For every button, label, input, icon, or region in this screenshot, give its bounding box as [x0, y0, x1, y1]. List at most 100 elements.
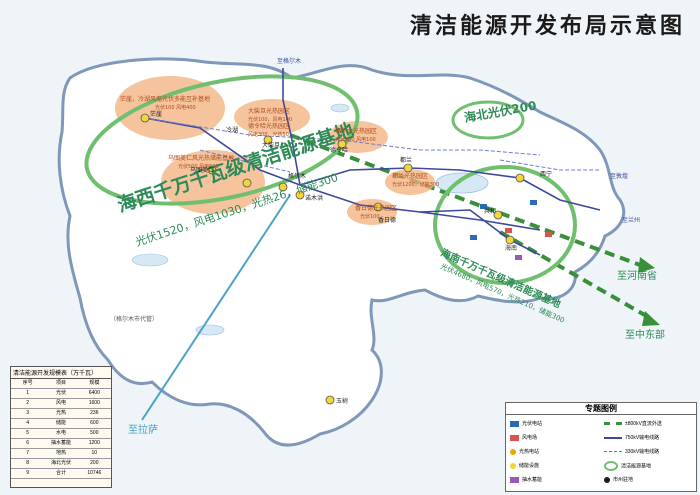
scale-table-cell: 合计	[55, 470, 66, 476]
scale-table-cell: 10	[91, 450, 98, 456]
city-gonghe: 共和	[484, 207, 496, 215]
lake-west	[131, 253, 169, 267]
grid-750kv	[144, 68, 601, 256]
scale-table-row: 4 储能 600	[11, 419, 111, 429]
scale-table-cell: 风电	[55, 400, 66, 406]
city-dachaidan: 大柴旦	[262, 141, 280, 149]
scale-table-cell: 7	[26, 450, 30, 456]
scale-table-cell: 200	[90, 460, 99, 466]
scale-table-cell: 6400	[88, 390, 100, 396]
direction-labels: 至河南省 至中东部 至拉萨 至格尔木 至敦煌 至兰州	[128, 57, 665, 436]
zone-sub-delingha: 风电300，光热50	[248, 131, 289, 138]
zone-sub-mangya: 光伏100 风电400	[155, 104, 196, 111]
city-lenghu: 冷湖	[226, 126, 238, 134]
scale-table-cell: 地热	[55, 450, 66, 456]
uhv-line-central	[499, 230, 651, 320]
scale-table-cell: 水电	[55, 430, 66, 436]
legend-symbol-icon	[604, 461, 618, 471]
zone-sub-dachaidan: 光伏100，风电100	[248, 116, 292, 123]
zone-sub-dulan: 光伏1200，储能300	[392, 181, 439, 188]
legend-label: 330kV输电线路	[625, 449, 660, 455]
legend-label: ±800kV直流外送	[625, 421, 662, 427]
scale-table-cell: 规模	[89, 380, 100, 386]
city-nuomuhong: 诺木洪	[305, 194, 323, 202]
legend-item: ±800kV直流外送	[604, 419, 662, 429]
legend-symbol-icon	[510, 476, 519, 483]
direction-central: 至中东部	[625, 328, 665, 341]
direction-lhasa: 至拉萨	[128, 423, 158, 436]
scale-table-header: 序号项目规模	[11, 379, 111, 389]
scale-table-cell: 海北光伏	[50, 460, 71, 466]
city-geermu: 格尔木	[288, 172, 306, 180]
legend-title: 专题图例	[506, 403, 696, 415]
scale-table-cell: 6	[26, 440, 30, 446]
facility-markers	[470, 200, 552, 260]
legend-label: 光热电站	[519, 449, 540, 455]
scale-table-cell: 1	[26, 390, 30, 396]
legend-label: 市州驻地	[613, 477, 634, 483]
legend-item: 储能设施	[510, 461, 539, 471]
scale-table-row: 5 水电 500	[11, 429, 111, 439]
scale-table-cell: 抽水蓄能	[50, 440, 71, 446]
scale-table-cell: 光伏	[55, 390, 66, 396]
zone-labels: 茫崖，冷湖风电光伏多能互补基地 光伏100 风电400 大柴旦光热园区 光伏10…	[120, 95, 439, 220]
legend-symbol-icon	[604, 436, 622, 439]
scale-table-cell: 5	[26, 430, 30, 436]
direction-dunhuang: 至敦煌	[610, 172, 628, 180]
legend-symbol-icon	[604, 476, 610, 483]
legend-item: 光热电站	[510, 447, 539, 457]
city-markers	[140, 113, 525, 405]
zone-title-dachaidan: 大柴旦光热园区	[248, 107, 290, 115]
city-yushu: 玉树	[336, 397, 348, 405]
zone-mangya	[115, 76, 225, 140]
scale-table-cell: 储能	[55, 420, 66, 426]
legend-item: 市州驻地	[604, 475, 633, 485]
zone-title-dulan: 都兰光热园区	[392, 172, 428, 180]
map-title: 清洁能源开发布局示意图	[410, 13, 686, 39]
scale-table-cell: 4	[26, 420, 30, 426]
scale-table-cell: 600	[90, 420, 99, 426]
city-xiangride: 香日德	[378, 216, 396, 224]
city-xining: 西宁	[540, 170, 552, 178]
scale-table-cell: 236	[90, 410, 99, 416]
uhv-arrow-central	[642, 311, 660, 326]
zone-dulan	[385, 169, 435, 195]
scale-table-row: 1 光伏 6400	[11, 389, 111, 399]
legend-symbol-icon	[604, 451, 622, 453]
legend-symbol-icon	[510, 420, 519, 427]
scale-table-cell: 3	[26, 410, 30, 416]
scale-table-cell: 8	[26, 460, 30, 466]
legend-label: 750kV输电线路	[625, 435, 660, 441]
zone-title-geermu: 格尔木光热园区	[335, 127, 377, 135]
legend-item: 330kV输电线路	[604, 447, 659, 457]
scale-table-row: 7 地热 10	[11, 449, 111, 459]
zone-sub-wutumeiren: 光伏500 风电500	[178, 163, 219, 170]
city-dulan: 都兰	[400, 156, 412, 164]
direction-geermu: 至格尔木	[277, 57, 301, 65]
legend-symbol-icon	[510, 448, 516, 455]
lake-north	[330, 103, 350, 113]
zone-sub-xiangride: 光伏100	[360, 213, 380, 220]
scale-table-caption: 清洁能源开发规模表（万千瓦）	[11, 367, 111, 379]
legend-symbol-icon	[510, 434, 519, 441]
hainan-base-ring	[433, 165, 577, 285]
scale-table-cell: 500	[90, 430, 99, 436]
lhasa-line	[141, 194, 291, 421]
city-hainan: 海南	[505, 244, 517, 252]
legend-label: 储能设施	[519, 463, 540, 469]
haixi-base-ring	[84, 74, 360, 206]
zone-dachaidan	[234, 99, 310, 135]
haibei-base-ring	[451, 100, 525, 140]
scale-table-cell: 10746	[87, 470, 102, 476]
grid-330kv	[144, 117, 600, 173]
